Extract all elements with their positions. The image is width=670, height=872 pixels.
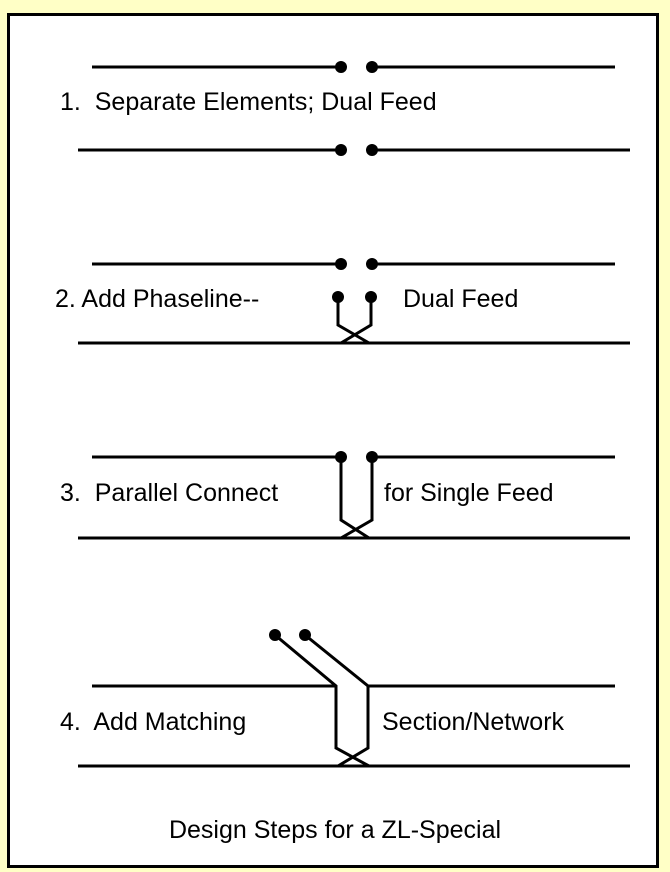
step-4-label: 4. Add Matching (60, 708, 246, 736)
step-3-label-right: for Single Feed (384, 479, 554, 507)
step-2-phaseline (336, 297, 373, 345)
step-1: 1. Separate Elements; Dual Feed (60, 61, 630, 156)
step-4: 4. Add Matching Section/Network (60, 629, 630, 768)
step-2: 2. Add Phaseline-- Dual Feed (55, 258, 630, 345)
step-2-feedpoint-dot (366, 258, 378, 270)
diagram-panel (7, 13, 659, 868)
step-3: 3. Parallel Connect for Single Feed (60, 451, 630, 540)
step-1-feedpoint-dot (366, 144, 378, 156)
step-2-label: 2. Add Phaseline-- (55, 285, 259, 313)
diagram-caption: Design Steps for a ZL-Special (169, 816, 501, 844)
step-4-label-right: Section/Network (382, 708, 565, 736)
step-1-label: 1. Separate Elements; Dual Feed (60, 88, 437, 116)
step-1-feedpoint-dot (335, 61, 347, 73)
step-2-feedpoint-dot (335, 258, 347, 270)
step-1-feedpoint-dot (366, 61, 378, 73)
step-2-label-right: Dual Feed (403, 285, 518, 313)
step-3-parallel-connection (339, 457, 374, 540)
step-4-matching-section (274, 633, 370, 768)
step-3-label: 3. Parallel Connect (60, 479, 278, 507)
step-1-feedpoint-dot (335, 144, 347, 156)
